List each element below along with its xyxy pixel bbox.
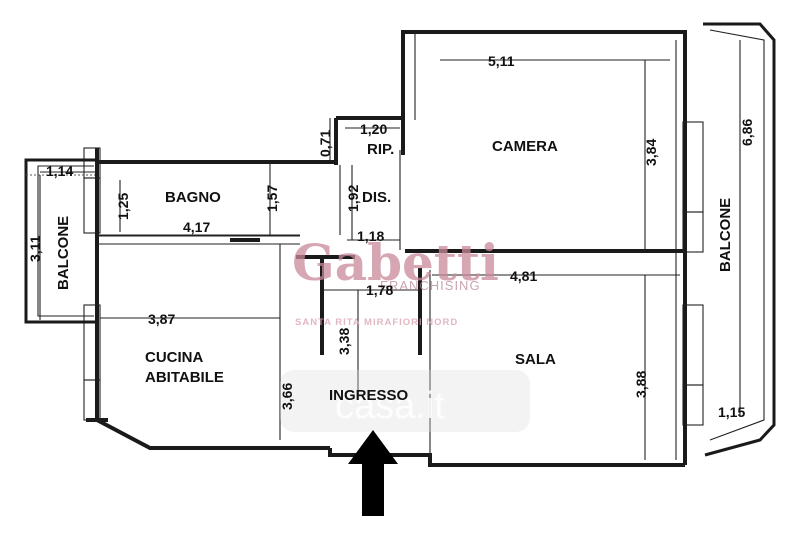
dim-rip-height: 0,71	[317, 130, 333, 157]
watermark-subtitle: FRANCHISING	[380, 278, 481, 293]
room-sala: SALA	[515, 351, 556, 368]
arrow-up-icon	[348, 430, 398, 516]
dim-dis-width: 1,18	[357, 228, 384, 244]
dim-balcone-left-width: 1,14	[46, 163, 73, 179]
dim-camera-width: 5,11	[488, 53, 515, 69]
dim-rip-width: 1,20	[360, 121, 387, 137]
balcone-right-outline	[703, 22, 776, 457]
room-rip: RIP.	[367, 141, 394, 158]
room-balcone-right: BALCONE	[717, 198, 734, 272]
room-cucina-line1: CUCINA	[145, 349, 203, 366]
dim-sala-width: 4,81	[510, 268, 537, 284]
room-labels: CAMERA BAGNO RIP. DIS. CUCINA ABITABILE …	[55, 138, 734, 404]
dim-dis-height: 1,92	[345, 185, 361, 212]
dim-balcone-left-length: 3,11	[27, 235, 43, 262]
dim-sala-height: 3,88	[633, 371, 649, 398]
watermark-portal: casa.it	[335, 385, 445, 427]
portal-watermark: casa.it	[280, 370, 530, 432]
watermark: Gabetti FRANCHISING SANTA RITA MIRAFIORI…	[292, 233, 499, 328]
dim-balcone-right-width: 1,15	[718, 404, 745, 420]
dim-ingresso-height: 3,38	[336, 328, 352, 355]
dim-camera-height: 3,84	[643, 139, 659, 166]
dimension-labels: 5,11 3,84 6,86 1,15 1,20 0,71 1,92 1,18 …	[27, 53, 755, 420]
room-dis: DIS.	[362, 189, 391, 206]
dim-ingresso-width: 1,78	[366, 282, 393, 298]
room-camera: CAMERA	[492, 138, 558, 155]
dim-cucina-height: 3,66	[279, 383, 295, 410]
room-ingresso: INGRESSO	[329, 387, 409, 404]
watermark-agency: SANTA RITA MIRAFIORI NORD	[295, 317, 458, 328]
room-cucina-line2: ABITABILE	[145, 369, 224, 386]
watermark-brand: Gabetti	[292, 233, 499, 292]
dim-bagno-height: 1,25	[115, 193, 131, 220]
dimension-lines	[39, 40, 741, 460]
balcone-left-outline	[24, 158, 97, 324]
room-balcone-left: BALCONE	[55, 216, 72, 290]
dim-cucina-width: 3,87	[148, 311, 175, 327]
dim-balcone-right-length: 6,86	[739, 119, 755, 146]
walls	[86, 30, 687, 467]
dim-bagno-height-right: 1,57	[264, 185, 280, 212]
dim-bagno-width: 4,17	[183, 219, 210, 235]
room-bagno: BAGNO	[165, 189, 221, 206]
thin-lines	[83, 32, 704, 465]
